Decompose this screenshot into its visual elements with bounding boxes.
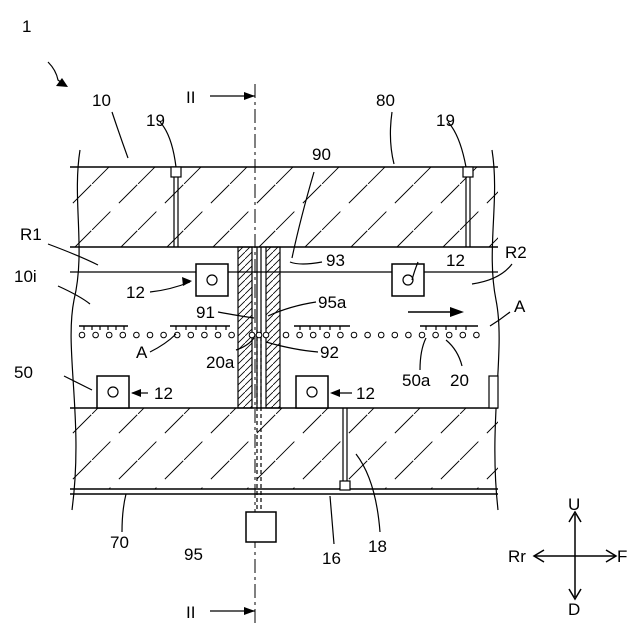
roller — [392, 332, 398, 338]
roller — [378, 332, 384, 338]
top-insulation-wall — [70, 167, 498, 247]
roller — [365, 332, 371, 338]
roller — [446, 332, 452, 338]
bottom-insulation-wall — [70, 408, 498, 494]
direction-compass — [534, 512, 616, 599]
label-95a: 95a — [318, 293, 347, 312]
roller — [147, 332, 153, 338]
label-16: 16 — [322, 549, 341, 568]
section-label-top: II — [186, 88, 195, 107]
label-20: 20 — [450, 371, 469, 390]
label-50: 50 — [14, 363, 33, 382]
label-50a: 50a — [402, 371, 431, 390]
label-92: 92 — [320, 343, 339, 362]
flow-arrowhead — [450, 307, 464, 317]
roller — [406, 332, 412, 338]
label-12-upper-left: 12 — [126, 283, 145, 302]
label-12-lower-left: 12 — [154, 384, 173, 403]
roller — [474, 332, 480, 338]
motor-box — [246, 512, 276, 542]
label-A-right: A — [514, 297, 526, 316]
roller — [93, 332, 99, 338]
tray-left — [79, 326, 128, 330]
label-R2: R2 — [505, 243, 527, 262]
label-12-upper-right: 12 — [446, 251, 465, 270]
label-18: 18 — [368, 537, 387, 556]
roller — [433, 332, 439, 338]
label-10i: 10i — [14, 267, 37, 286]
tray-right — [420, 326, 478, 330]
heater-upper-right — [392, 264, 424, 296]
roller — [106, 332, 112, 338]
partition-wall — [238, 247, 280, 408]
roller — [460, 332, 466, 338]
tray-center-right — [294, 326, 350, 330]
compass-down-label: D — [568, 600, 580, 619]
right-edge-block — [489, 376, 498, 408]
heater-lower-right — [296, 376, 328, 408]
roller — [324, 332, 330, 338]
section-arrowhead-top — [244, 92, 255, 100]
tray-center-left — [170, 326, 230, 330]
roller — [249, 332, 255, 338]
leader-arrowhead — [131, 389, 141, 397]
leader-arrowhead — [182, 277, 192, 286]
section-arrowhead-bottom — [244, 607, 255, 615]
leader-arrowhead — [330, 389, 340, 397]
compass-up-label: U — [568, 495, 580, 514]
label-80: 80 — [376, 91, 395, 110]
roller — [120, 332, 126, 338]
label-93: 93 — [326, 251, 345, 270]
roller — [215, 332, 221, 338]
roller — [297, 332, 303, 338]
roller — [79, 332, 85, 338]
heater-lower-left — [97, 376, 129, 408]
label-10: 10 — [92, 91, 111, 110]
label-91: 91 — [196, 303, 215, 322]
label-20a: 20a — [206, 353, 235, 372]
roller — [134, 332, 140, 338]
label-A-left: A — [136, 343, 148, 362]
roller — [263, 332, 269, 338]
compass-rear-label: Rr — [508, 547, 526, 566]
heater-upper-left — [196, 264, 228, 296]
roller — [202, 332, 208, 338]
roller — [310, 332, 316, 338]
roller — [229, 332, 235, 338]
roller — [351, 332, 357, 338]
roller — [161, 332, 167, 338]
label-12-lower-right: 12 — [356, 384, 375, 403]
label-90: 90 — [312, 145, 331, 164]
roller — [338, 332, 344, 338]
roller — [283, 332, 289, 338]
roller — [419, 332, 425, 338]
figure-ref-label: 1 — [22, 17, 31, 36]
roller — [256, 332, 262, 338]
label-19-right: 19 — [436, 111, 455, 130]
label-70: 70 — [110, 533, 129, 552]
roller — [188, 332, 194, 338]
section-label-bottom: II — [186, 603, 195, 622]
label-19-left: 19 — [146, 111, 165, 130]
label-R1: R1 — [20, 225, 42, 244]
compass-front-label: F — [617, 547, 627, 566]
label-95: 95 — [184, 545, 203, 564]
